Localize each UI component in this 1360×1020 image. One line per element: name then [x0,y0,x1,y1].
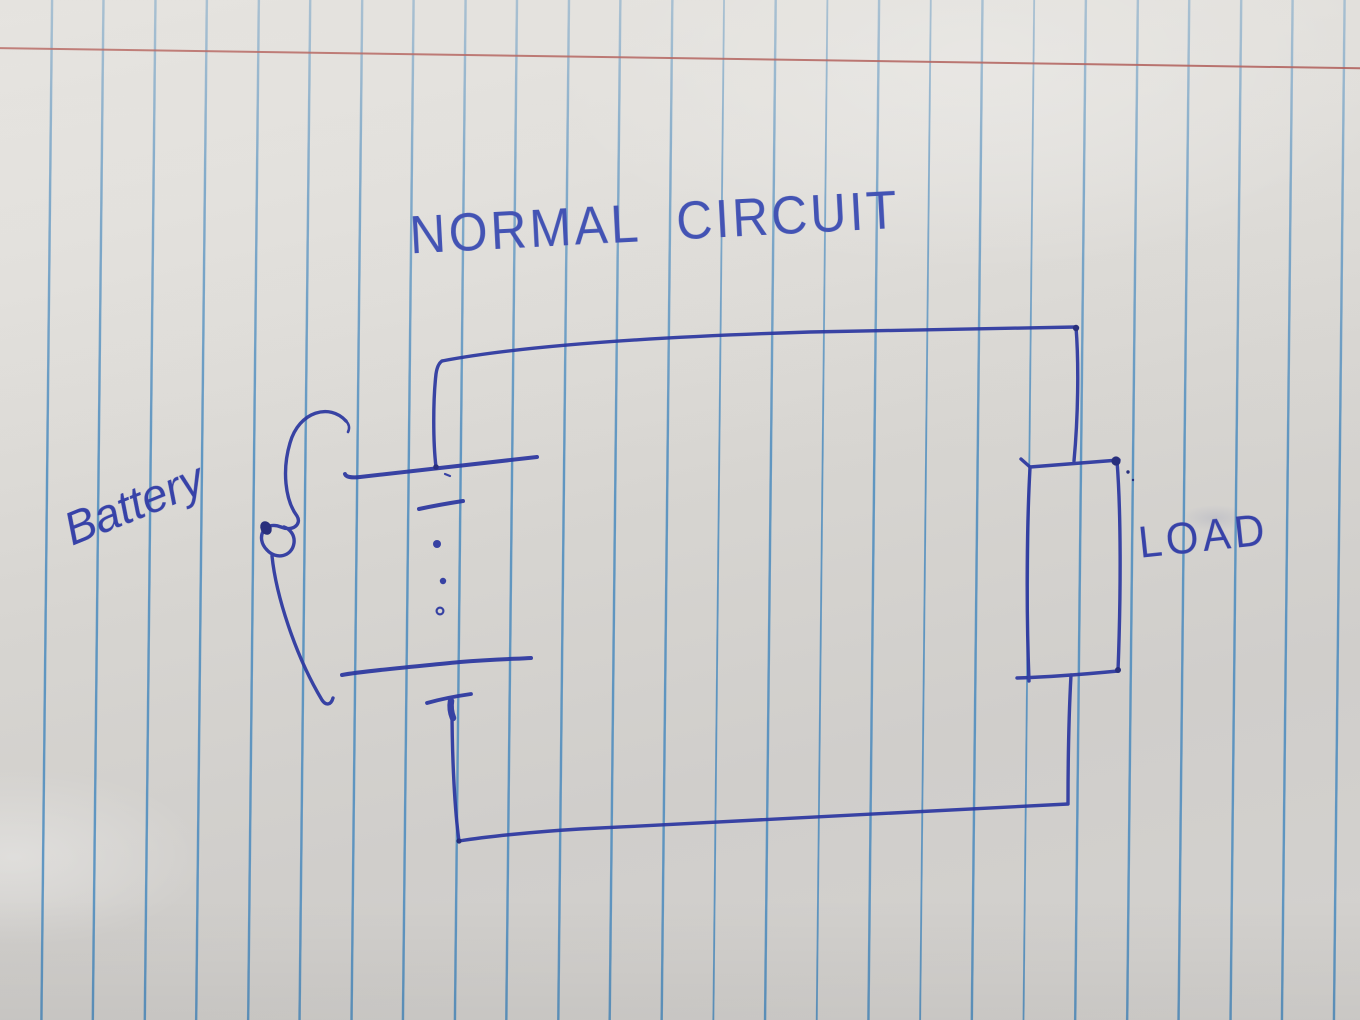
ink-smudge [1180,505,1250,531]
battery-brace [259,410,351,706]
battery-dot [433,540,441,548]
battery-dot [439,577,447,585]
wire-top [432,325,1080,469]
load-rectangle [1015,457,1122,683]
battery-dot [435,606,445,616]
battery-symbol [340,455,539,722]
ink-blobs [260,324,1135,844]
wire-bottom [450,673,1073,843]
